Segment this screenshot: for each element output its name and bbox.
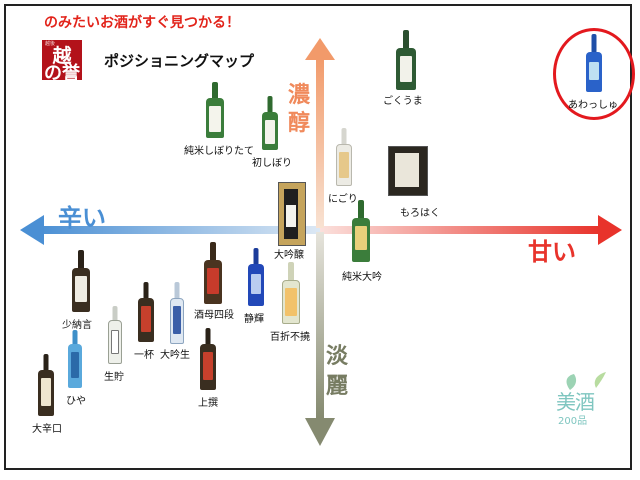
bottle-jousen[interactable] (200, 328, 216, 390)
label-junmai-daiginjo: 純米大吟 (342, 272, 382, 283)
label-kichou: 生貯 (104, 372, 124, 383)
box-label (395, 153, 419, 187)
axis-label-rich-text: 濃醇 (288, 83, 311, 136)
bottle-neck (288, 262, 294, 282)
bottle-neck (591, 34, 597, 54)
bottle-junmai-shiboritate[interactable] (206, 82, 224, 138)
bottle-label (70, 352, 80, 378)
bottle-nigori[interactable] (336, 128, 352, 186)
page-frame (4, 4, 632, 470)
rich-arrow (305, 38, 335, 228)
bottle-neck (341, 128, 347, 146)
logo-small-text: 越後 (45, 41, 56, 47)
bottle-hatsushibori[interactable] (262, 96, 278, 150)
label-ikkon: 一杯 (134, 350, 154, 361)
bottle-neck (253, 248, 259, 266)
label-hyakusetsu-fuetsu: 百折不撓 (270, 332, 310, 343)
bottle-junmai-daiginjo[interactable] (352, 200, 370, 262)
brand-logo: 越後 越 の誉 (42, 40, 82, 84)
logo-text-bottom: の誉 (44, 63, 80, 84)
bottle-label (40, 378, 52, 406)
bottle-label (209, 106, 221, 132)
label-awasshu: あわっしゅ (568, 100, 618, 111)
bottle-label (264, 120, 276, 144)
tagline: のみたいお酒がすぐ見つかる！ (44, 15, 240, 31)
bottle-label (207, 268, 219, 294)
axis-label-sweet: 甘い (528, 238, 576, 266)
bottle-neck (43, 354, 49, 372)
box-daiginjo[interactable] (278, 182, 306, 246)
label-nigori: にごり (328, 194, 358, 205)
logo-text-top: 越 (52, 45, 72, 67)
bottle-neck (72, 330, 78, 346)
label-morohaku: もろはく (400, 208, 440, 219)
bottle-neck (267, 96, 273, 114)
page-title: ポジショニングマップ (104, 52, 255, 70)
bottle-label (172, 306, 182, 334)
label-daiginjo: 大吟醸 (274, 250, 304, 261)
bishu-sub-text: 200品 (558, 416, 588, 427)
bottle-neck (143, 282, 149, 300)
bottle-label (338, 152, 350, 178)
dry-arrow (20, 215, 320, 245)
bottle-shonagon[interactable] (72, 250, 90, 312)
bottle-label (75, 276, 87, 302)
bottle-awasshu[interactable] (586, 34, 602, 92)
label-daiginnama: 大吟生 (160, 350, 190, 361)
label-shonagon: 少納言 (62, 320, 92, 331)
bottle-ikkon[interactable] (138, 282, 154, 342)
axis-label-light: 淡麗 (326, 342, 352, 402)
bottle-neck (78, 250, 84, 270)
bottle-ookarakuchi[interactable] (38, 354, 54, 416)
bottle-neck (174, 282, 180, 300)
bottle-seiki[interactable] (248, 248, 264, 306)
bottle-shumo-yondan[interactable] (204, 242, 222, 304)
bottle-label (202, 352, 214, 380)
bishu-brand-mark: 美酒 200品 (556, 372, 608, 428)
bottle-label (110, 330, 120, 354)
bottle-kichou[interactable] (108, 306, 122, 364)
axis-label-light-text: 淡麗 (326, 344, 349, 399)
box-label (286, 205, 296, 227)
bishu-main-text: 美酒 (556, 390, 595, 414)
sweet-arrow (320, 215, 622, 245)
label-hiya: ひや (66, 396, 86, 407)
bottle-label (285, 288, 297, 316)
bottle-neck (358, 200, 364, 220)
axis-label-rich: 濃醇 (288, 82, 314, 138)
label-hatsushibori: 初しぼり (252, 158, 292, 169)
bottle-gokuuma[interactable] (396, 30, 416, 90)
bottle-daiginnama[interactable] (170, 282, 184, 344)
bottle-label (250, 274, 262, 294)
bottle-neck (112, 306, 118, 322)
label-ookarakuchi: 大辛口 (32, 424, 62, 435)
axis-label-dry: 辛い (58, 204, 106, 232)
label-seiki: 静輝 (244, 314, 264, 325)
featured-highlight-circle (553, 28, 635, 120)
bottle-neck (210, 242, 216, 262)
bottle-label (355, 226, 367, 250)
bottle-label (140, 306, 152, 332)
bottle-label (399, 56, 413, 82)
bottle-label (588, 62, 600, 80)
label-jousen: 上撰 (198, 398, 218, 409)
bottle-hyakusetsu-fuetsu[interactable] (282, 262, 300, 324)
label-junmai-shiboritate: 純米しぼりたて (184, 146, 254, 157)
bottle-hiya[interactable] (68, 330, 82, 388)
leaf-icon (566, 372, 606, 390)
bottle-neck (212, 82, 218, 100)
label-shumo-yondan: 酒母四段 (194, 310, 234, 321)
light-arrow (305, 232, 335, 446)
bottle-neck (403, 30, 409, 50)
bottle-neck (205, 328, 211, 346)
box-morohaku[interactable] (388, 146, 428, 196)
label-gokuuma: ごくうま (383, 96, 423, 107)
